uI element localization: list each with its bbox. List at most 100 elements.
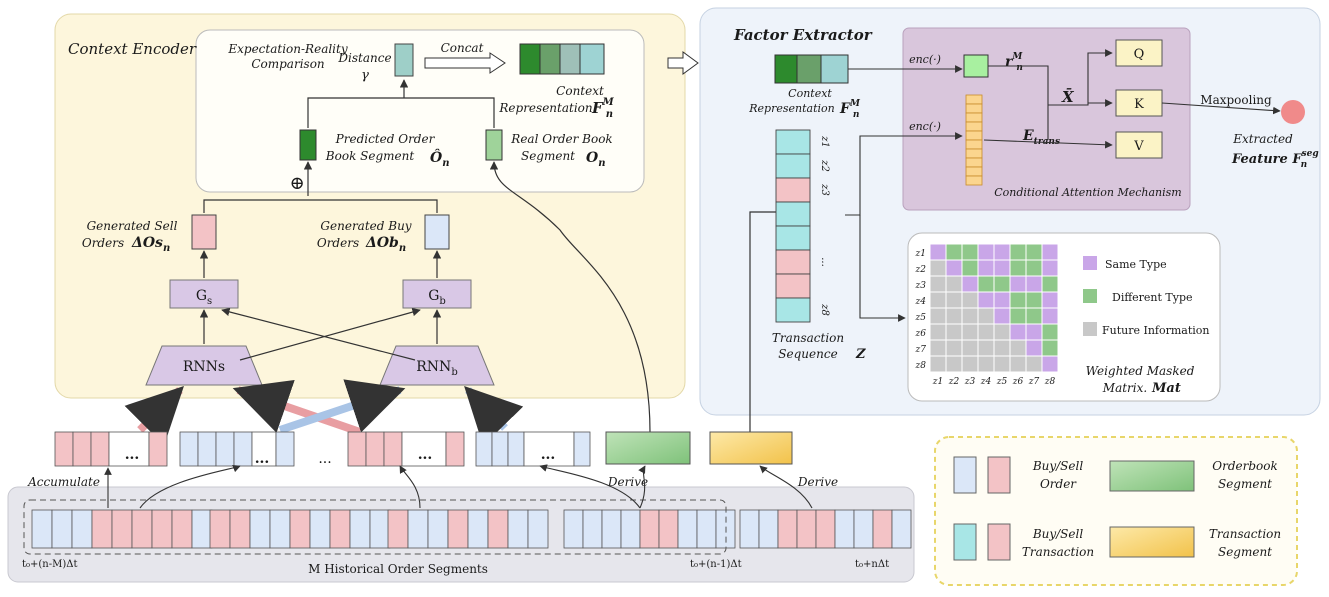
history-label: M Historical Order Segments xyxy=(308,562,488,576)
distance-symbol: γ xyxy=(361,68,369,83)
gb-label: Gb xyxy=(428,288,446,307)
matrix-cell xyxy=(945,307,963,325)
matrix-cell xyxy=(945,323,963,341)
history-cell xyxy=(658,509,679,549)
matrix-cell xyxy=(961,291,979,309)
matrix-cell xyxy=(961,243,979,261)
time-end-label: t₀+nΔt xyxy=(855,559,889,570)
matrix-col-label: z8 xyxy=(1044,377,1056,387)
history-cell xyxy=(739,509,760,549)
panel-transition-arrow xyxy=(667,51,699,75)
time-start-label: t₀+(n-M)Δt xyxy=(22,559,78,570)
gen-sell-symbol: ΔOsn xyxy=(131,235,170,254)
v-label: V xyxy=(1133,139,1144,154)
matrix-cell xyxy=(1009,291,1027,309)
enc-label-2: enc(·) xyxy=(909,120,941,133)
legend-same-swatch xyxy=(1083,256,1097,270)
transaction-seq-label-1: Transaction xyxy=(772,331,844,345)
history-cell xyxy=(891,509,912,549)
matrix-cell xyxy=(977,355,995,373)
gs-label: Gs xyxy=(196,288,212,307)
legend-same-label: Same Type xyxy=(1105,258,1167,271)
matrix-cell xyxy=(961,259,979,277)
transaction-cell xyxy=(775,129,811,155)
legend-orderbook-swatch xyxy=(1109,460,1195,492)
history-cell xyxy=(872,509,893,549)
history-cell xyxy=(507,509,529,549)
legend-buysell-txn-2: Transaction xyxy=(1022,545,1094,559)
matrix-cell xyxy=(945,291,963,309)
history-cell xyxy=(387,509,409,549)
order-segment-row xyxy=(54,431,591,467)
matrix-row-label: z8 xyxy=(915,361,927,371)
history-cell xyxy=(229,509,251,549)
matrix-cell xyxy=(961,307,979,325)
matrix-cell xyxy=(945,259,963,277)
rnnb-label: RNNb xyxy=(416,359,457,378)
order-cell xyxy=(215,431,235,467)
order-cell xyxy=(233,431,253,467)
matrix-row-label: z1 xyxy=(915,249,926,259)
concat-label: Concat xyxy=(441,41,484,55)
history-cell xyxy=(309,509,331,549)
accumulate-label: Accumulate xyxy=(27,475,100,489)
matrix-cell xyxy=(977,307,995,325)
matrix-cell xyxy=(1041,291,1059,309)
history-cell xyxy=(111,509,133,549)
history-cell xyxy=(467,509,489,549)
transaction-segment-box xyxy=(709,431,793,465)
orderbook-segment-box xyxy=(605,431,691,465)
matrix-cell xyxy=(961,339,979,357)
matrix-cell xyxy=(993,243,1011,261)
history-cell xyxy=(758,509,779,549)
sequence-label: z1 xyxy=(819,135,830,148)
legend-sell-order-swatch xyxy=(987,456,1011,494)
order-cell xyxy=(347,431,367,467)
order-cell xyxy=(275,431,295,467)
factor-extractor-title: Factor Extractor xyxy=(733,26,873,44)
matrix-col-label: z6 xyxy=(1012,377,1024,387)
history-cell xyxy=(31,509,53,549)
context-encoder-title: Context Encoder xyxy=(68,40,197,58)
matrix-label-2: Matrix. xyxy=(1102,381,1147,395)
legend-txn-segment-1: Transaction xyxy=(1209,527,1281,541)
sequence-label: z3 xyxy=(819,183,830,196)
attention-arrows xyxy=(845,49,1281,322)
maxpooling-label: Maxpooling xyxy=(1200,93,1272,107)
segment-dots-2: ... xyxy=(255,451,270,467)
matrix-cell xyxy=(945,243,963,261)
matrix-cell xyxy=(1009,275,1027,293)
transaction-seq-label-2: Sequence xyxy=(778,347,837,361)
history-dashed-group xyxy=(23,499,727,555)
history-cell xyxy=(131,509,153,549)
history-strip xyxy=(31,509,912,549)
matrix-cell xyxy=(993,339,1011,357)
legend-future-swatch xyxy=(1083,322,1097,336)
etrans-cell xyxy=(965,112,983,123)
predicted-order-box xyxy=(299,129,317,161)
history-cell xyxy=(269,509,291,549)
matrix-cell xyxy=(977,323,995,341)
matrix-cell xyxy=(1041,275,1059,293)
segment-dots-3: ... xyxy=(418,447,433,463)
segment-gap-dots: ... xyxy=(318,451,331,467)
history-cell xyxy=(151,509,173,549)
matrix-cell xyxy=(1025,323,1043,341)
order-cell xyxy=(90,431,110,467)
matrix-cell xyxy=(1025,259,1043,277)
gb-box xyxy=(402,279,472,309)
history-cell xyxy=(696,509,717,549)
distance-box xyxy=(394,43,414,77)
attention-label: Conditional Attention Mechanism xyxy=(994,186,1181,199)
matrix-col-label: z1 xyxy=(932,377,943,387)
history-cell xyxy=(51,509,73,549)
matrix-cell xyxy=(1009,339,1027,357)
etrans-cell xyxy=(965,166,983,177)
history-cell xyxy=(191,509,213,549)
history-cell xyxy=(447,509,469,549)
order-cell xyxy=(148,431,168,467)
